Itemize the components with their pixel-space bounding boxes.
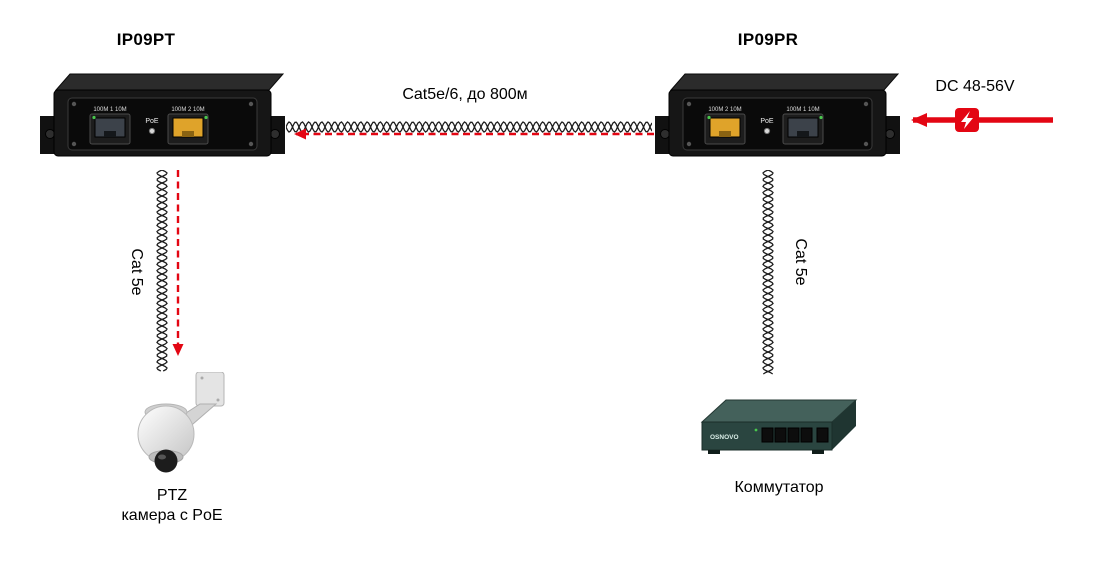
camera-caption-line2: камера с PoE — [121, 507, 223, 524]
rx-poe-label: PoE — [760, 118, 774, 125]
rx-port1-label: 100M 1 10M — [786, 107, 819, 113]
transmitter-title: IP09PT — [116, 30, 176, 49]
device-top-face — [54, 73, 285, 91]
rx-port2-label: 100M 2 10M — [708, 107, 741, 113]
poe-led-icon — [148, 127, 156, 135]
device-top-face — [669, 73, 900, 91]
power-bolt-icon — [955, 108, 979, 132]
tx-poe-label: PoE — [145, 118, 159, 125]
camera-caption-line1: PTZ — [156, 487, 188, 504]
camera-dome — [154, 449, 178, 473]
switch-image: OSNOVO — [700, 399, 858, 454]
switch-side-face — [832, 400, 856, 450]
ptz-camera-image — [137, 372, 225, 473]
camera-cable-label: Cat 5e — [128, 248, 145, 296]
receiver-device-image: 100M 2 10M PoE 100M 1 10M — [655, 73, 900, 157]
dc-power-label: DC 48-56V — [935, 78, 1015, 95]
switch-caption: Коммутатор — [734, 479, 824, 496]
switch-ports — [754, 427, 829, 443]
tx-port2-label: 100M 2 10M — [171, 107, 204, 113]
trunk-cable-label: Cat5e/6, до 800м — [402, 86, 528, 103]
poe-to-camera-arrow — [172, 170, 184, 356]
poe-led-icon — [763, 127, 771, 135]
switch-brand-label: OSNOVO — [710, 434, 739, 441]
camera-caption: PTZ камера с PoE — [92, 486, 252, 526]
receiver-title: IP09PR — [737, 30, 799, 49]
switch-cable-label: Cat 5e — [792, 238, 809, 286]
transmitter-device-image: 100M 1 10M PoE 100M 2 10M — [40, 73, 285, 157]
wall-plate — [195, 372, 225, 407]
poe-flow-arrow — [294, 128, 654, 140]
trunk-cable-image — [286, 121, 652, 133]
tx-port1-label: 100M 1 10M — [93, 107, 126, 113]
switch-cable-image — [762, 170, 774, 375]
switch-top-face — [700, 399, 858, 423]
dc-power-arrow — [911, 108, 1053, 132]
camera-cable-image — [156, 170, 168, 372]
